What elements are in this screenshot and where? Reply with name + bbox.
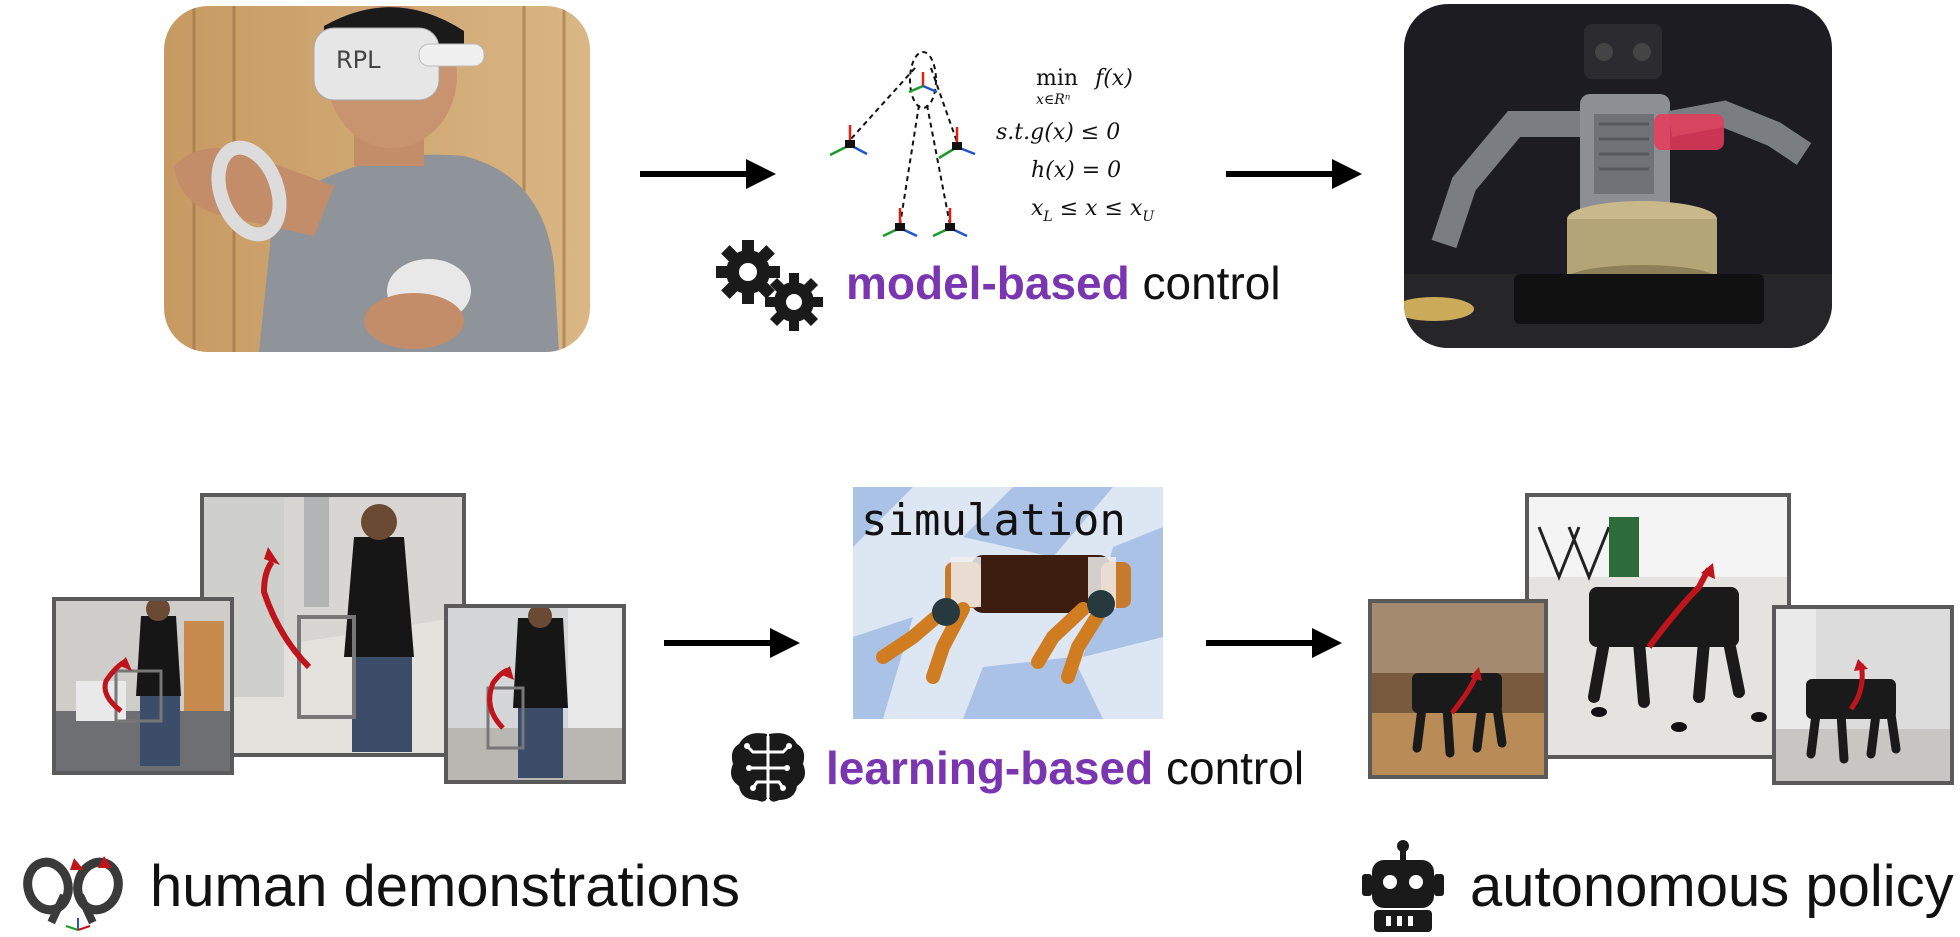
- model-based-suffix: control: [1129, 257, 1281, 309]
- learning-based-suffix: control: [1153, 742, 1305, 794]
- demo-photo-hallway-cart: [200, 493, 466, 757]
- objective-subscript: x∈Rⁿ: [1036, 92, 1071, 108]
- equality-constraint: h(x) = 0: [1031, 158, 1122, 183]
- vr-controllers-icon: [23, 856, 123, 931]
- learning-based-keyword: learning-based: [826, 742, 1154, 794]
- bound-constraint: xL ≤ x ≤ xU: [1031, 196, 1155, 225]
- policy-photo-cafe-robot-dog: [1368, 599, 1548, 779]
- simulation-label: simulation: [861, 495, 1126, 546]
- autonomous-policy-label: autonomous policy: [1470, 854, 1954, 919]
- simulation-panel: simulation: [853, 487, 1163, 719]
- flow-arrow-4: [1206, 628, 1342, 658]
- demo-photo-corridor-cart: [444, 604, 626, 784]
- vr-teleoperation-photo: RPL: [164, 6, 590, 352]
- model-based-control-label: model-based control: [846, 256, 1281, 310]
- model-based-keyword: model-based: [846, 257, 1130, 309]
- demo-photo-office-cart: [52, 597, 234, 775]
- flow-arrow-2: [1226, 159, 1362, 189]
- human-demonstrations-label: human demonstrations: [150, 854, 740, 919]
- policy-photo-corridor-robot-dog: [1772, 605, 1954, 785]
- flow-arrow-3: [664, 628, 800, 658]
- kinematic-skeleton-diagram: [829, 51, 976, 238]
- learning-based-control-label: learning-based control: [826, 741, 1304, 795]
- objective-equation: min f(x): [1036, 66, 1133, 91]
- brain-circuit-icon: [731, 733, 805, 802]
- svg-text:RPL: RPL: [336, 46, 381, 74]
- inequality-constraint: s.t.g(x) ≤ 0: [996, 120, 1121, 145]
- humanoid-robot-cooking-photo: [1404, 4, 1832, 348]
- robot-icon: [1362, 840, 1444, 932]
- flow-arrow-1: [640, 159, 776, 189]
- policy-photo-lobby-robot-dog: [1525, 493, 1791, 759]
- gears-icon: [716, 240, 823, 331]
